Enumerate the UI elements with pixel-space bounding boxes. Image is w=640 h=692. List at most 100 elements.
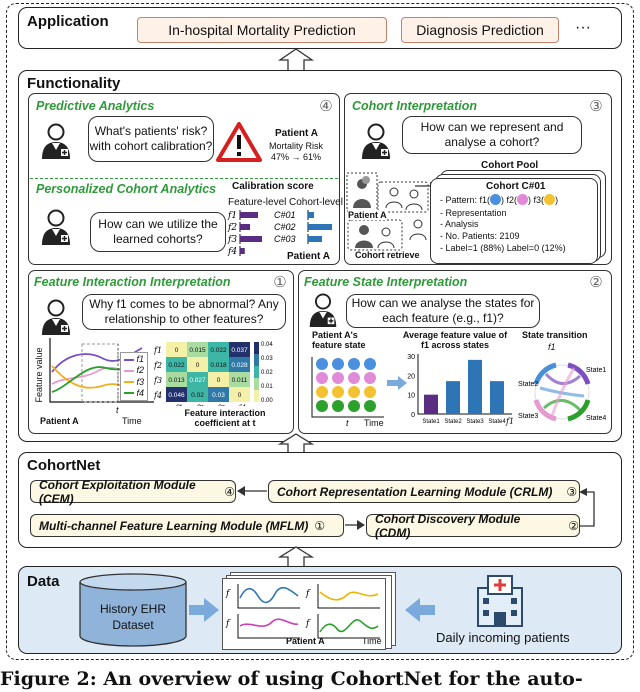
feature-bar (240, 224, 250, 230)
pattern-sep: ) f3( (528, 194, 545, 205)
fii-t: t (116, 405, 119, 415)
cohort-card-title: Cohort C#01 (486, 181, 546, 192)
module-mflm-label: Multi-channel Feature Learning Module (M… (39, 518, 309, 533)
fsi-xlabel: Time (364, 418, 384, 428)
fii-xlabel: Time (122, 416, 142, 426)
doctor-icon (362, 123, 390, 159)
y-tick: 20 (407, 373, 415, 380)
colorbar-tick: 0.03 (261, 356, 273, 362)
matrix-cell (208, 372, 229, 387)
feature-tick: f1 (227, 211, 237, 221)
personalized-title: Personalized Cohort Analytics (36, 182, 217, 196)
feature-level-label: Feature-level (228, 197, 287, 208)
cohort-line: - Label=1 (88%) Label=0 (12%) (440, 243, 566, 253)
feature-tick: f4 (227, 247, 237, 257)
data-time-label: Time (362, 636, 382, 646)
arrow-right-blue (189, 598, 219, 622)
functionality-title: Functionality (27, 75, 121, 92)
x-tick: State4 (488, 419, 506, 425)
matrix-cell (208, 357, 229, 372)
doctor-icon (42, 299, 70, 335)
state-dot (348, 372, 360, 384)
fsi-question-bubble: How can we analyse the states for each f… (346, 294, 540, 328)
matrix-cell (229, 387, 250, 402)
cohort-line: - No. Patients: 2109 (440, 231, 520, 241)
fii-title: Feature Interaction Interpretation (34, 275, 231, 289)
matrix-col-label: f2 (195, 404, 204, 406)
colorbar-segment (254, 354, 259, 366)
matrix-cell (187, 342, 208, 357)
colorbar-segment (254, 342, 259, 354)
module-crlm: Cohort Representation Learning Module (C… (268, 480, 580, 503)
matrix-col-label: f4 (237, 404, 246, 406)
loop-arrow (579, 488, 595, 527)
cohort-retrieve-label: Cohort retrieve (355, 250, 420, 260)
state-dot (490, 194, 502, 205)
cohort-interp-num: ③ (589, 98, 603, 115)
fsi-num: ② (589, 274, 603, 291)
y-tick: 30 (407, 354, 415, 361)
cohort-pattern-prefix: - Pattern: f1( (440, 194, 491, 205)
application-section: Application In-hospital Mortality Predic… (18, 7, 622, 49)
personalized-patient: Patient A (287, 251, 330, 262)
state-dot (348, 358, 360, 370)
cohort-tick: C#02 (274, 222, 296, 232)
colorbar-tick: 0.02 (261, 370, 273, 376)
matrix-cell (229, 357, 250, 372)
state-dot (544, 194, 556, 205)
cohort-line: - Analysis (440, 219, 479, 229)
doctor-icon (42, 209, 70, 245)
patient-group-icon (346, 172, 429, 251)
y-tick: 0 (411, 412, 415, 419)
cohort-pattern: - Pattern: f1( ) f2( ) f3( ) (440, 194, 558, 205)
matrix-col-label: f3 (216, 404, 225, 406)
legend-item: f1 (124, 354, 144, 365)
svg-text:State3: State3 (518, 413, 538, 420)
data-patient-label: Patient A (286, 636, 325, 646)
state-dot-grid (311, 357, 384, 418)
matrix-cell (187, 387, 208, 402)
pattern-sep: ) (555, 194, 559, 205)
predictive-question-bubble: What's patients' risk? with cohort calib… (88, 116, 214, 162)
state-dot (332, 386, 344, 398)
matrix-value: 0.013 (168, 377, 185, 384)
cohort-bar (308, 236, 322, 242)
svg-text:f: f (225, 589, 231, 599)
svg-text:f: f (225, 619, 231, 629)
feature-tick: f2 (227, 223, 237, 233)
legend-item: f4 (124, 388, 144, 399)
matrix-value: 0.037 (231, 347, 248, 354)
state-dot (316, 386, 328, 398)
matrix-cell (166, 387, 187, 402)
svg-text:State1: State1 (586, 367, 606, 374)
fii-question-bubble: Why f1 comes to be abnormal? Any relatio… (82, 294, 286, 330)
state-dot (364, 358, 376, 370)
fii-caption: Feature interaction coefficient at t (184, 408, 266, 429)
module-crlm-label: Cohort Representation Learning Module (C… (277, 484, 553, 499)
cohort-line: - Representation (440, 208, 507, 218)
predictive-title: Predictive Analytics (36, 99, 155, 113)
matrix-value: 0.018 (210, 362, 227, 369)
state-dot (517, 194, 529, 205)
arrow-left-blue (405, 598, 435, 622)
state-dot (332, 358, 344, 370)
matrix-cell (187, 372, 208, 387)
feature-bar (240, 248, 245, 254)
panel-divider (30, 178, 338, 179)
svg-text:State4: State4 (586, 415, 606, 422)
hospital-icon (477, 575, 523, 627)
state-dot (364, 372, 376, 384)
risk-value: 47% → 61% (271, 152, 322, 162)
svg-text:State2: State2 (518, 381, 538, 388)
matrix-row-label: f4 (154, 391, 162, 400)
task-mortality: In-hospital Mortality Prediction (137, 17, 387, 43)
figure-outer-frame (6, 3, 634, 660)
ehr-label: History EHR Dataset (100, 602, 167, 632)
calibration-title: Calibration score (232, 181, 314, 192)
matrix-cell (166, 342, 187, 357)
y-tick: 10 (407, 393, 415, 400)
cohort-pool-label: Cohort Pool (481, 160, 539, 171)
colorbar-segment (254, 378, 259, 390)
